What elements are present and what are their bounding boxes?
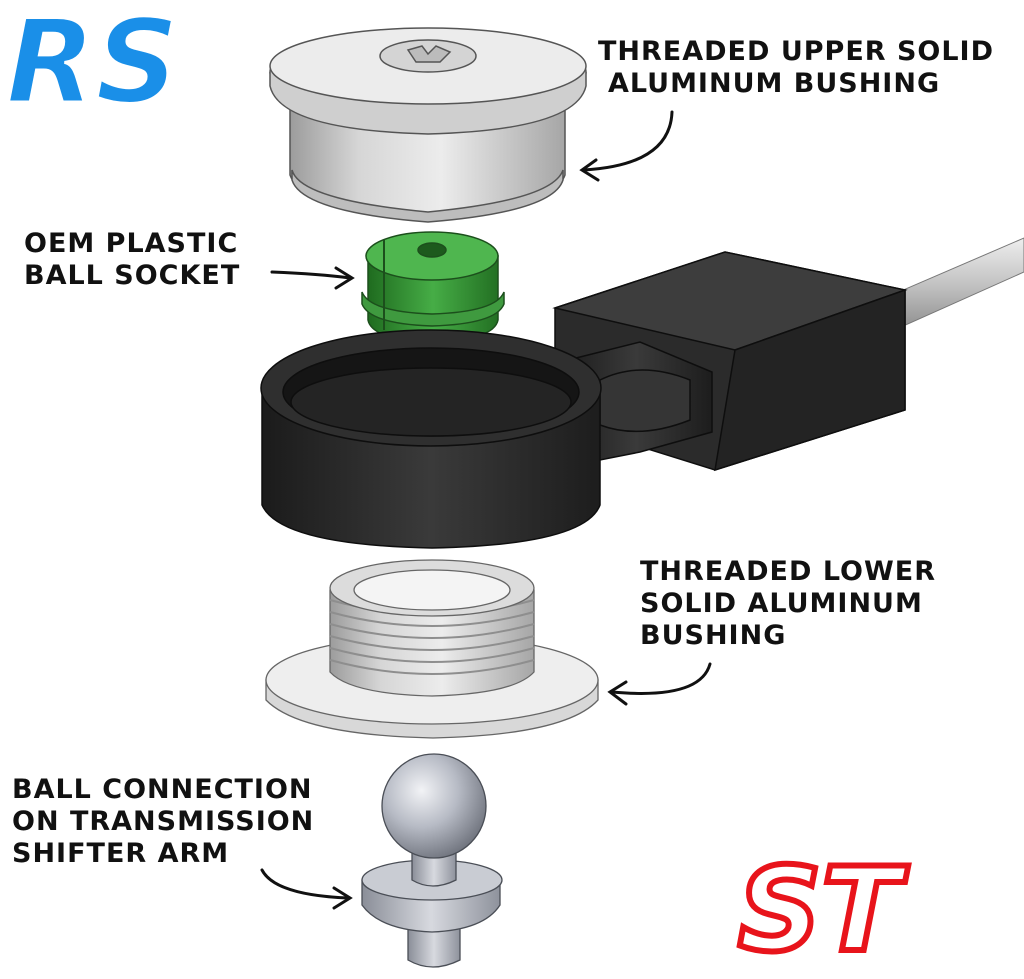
- arrow-ball-socket-head: [334, 266, 355, 290]
- lower-aluminum-bushing: [265, 559, 599, 739]
- label-ball-socket: OEM PLASTIC BALL SOCKET: [24, 228, 240, 292]
- label-ball-connection: BALL CONNECTION ON TRANSMISSION SHIFTER …: [12, 774, 314, 870]
- black-cable-housing: [260, 251, 908, 549]
- callout-arrows: [260, 110, 712, 910]
- label-lower-bushing-line-1: THREADED LOWER: [640, 556, 937, 587]
- arrow-ball-socket: [270, 270, 352, 280]
- label-lower-bushing-line-2: SOLID ALUMINUM: [640, 588, 923, 619]
- st-logo-text: ST: [738, 843, 909, 978]
- arrow-upper-bushing: [582, 110, 674, 172]
- arrow-ball-connection: [260, 868, 350, 900]
- label-ball-connection-line-3: SHIFTER ARM: [12, 838, 230, 869]
- green-ball-socket: [361, 231, 505, 343]
- label-ball-connection-line-2: ON TRANSMISSION: [12, 806, 315, 837]
- rs-logo-text: RS: [6, 0, 179, 130]
- label-ball-socket-line-2: BALL SOCKET: [24, 260, 241, 291]
- label-ball-socket-line-1: OEM PLASTIC: [24, 228, 239, 259]
- label-upper-bushing-line-1: THREADED UPPER SOLID: [598, 36, 995, 67]
- arrow-lower-bushing-head: [607, 680, 628, 706]
- st-logo: ST: [735, 840, 912, 979]
- label-upper-bushing-line-2: ALUMINUM BUSHING: [608, 68, 941, 99]
- upper-aluminum-bushing: [269, 27, 587, 223]
- arrow-upper-bushing-head: [579, 158, 600, 182]
- label-lower-bushing-line-3: BUSHING: [640, 620, 787, 651]
- rs-logo: RS: [5, 0, 181, 132]
- label-upper-bushing: THREADED UPPER SOLID ALUMINUM BUSHING: [598, 36, 994, 100]
- label-lower-bushing: THREADED LOWER SOLID ALUMINUM BUSHING: [640, 556, 936, 652]
- arrow-ball-connection-head: [332, 886, 353, 910]
- label-ball-connection-line-1: BALL CONNECTION: [12, 774, 313, 805]
- ball-stud: [361, 753, 503, 968]
- arrow-lower-bushing: [610, 662, 712, 695]
